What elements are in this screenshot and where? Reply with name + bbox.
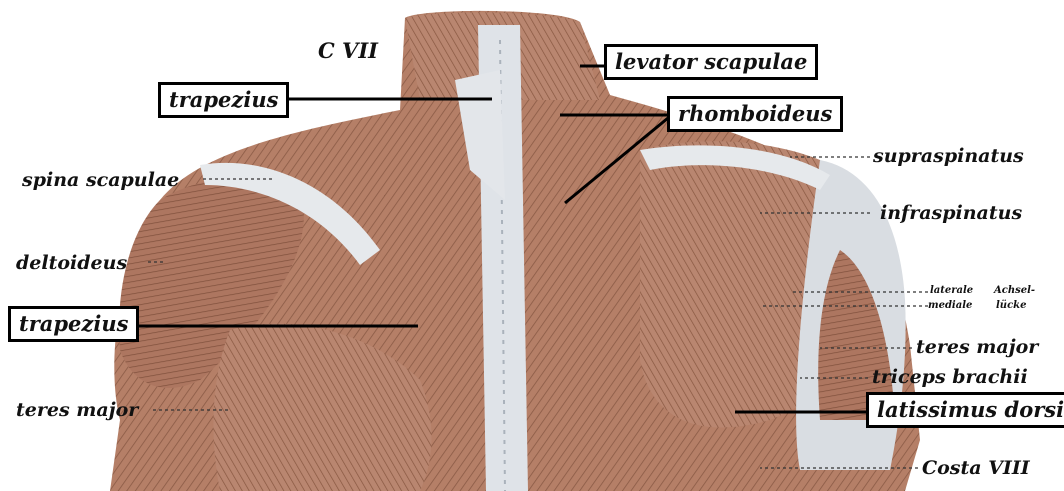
label-teres-major-right: teres major xyxy=(916,338,1038,357)
label-mediale: mediale xyxy=(928,301,972,311)
label-deltoideus: deltoideus xyxy=(16,254,127,273)
label-trapezius-upper: trapezius xyxy=(158,82,289,118)
label-infraspinatus: infraspinatus xyxy=(880,204,1022,223)
label-costa-viii: Costa VIII xyxy=(922,459,1030,478)
label-latissimus-dorsi: latissimus dorsi xyxy=(866,392,1064,428)
label-levator-scapulae: levator scapulae xyxy=(604,44,818,80)
label-rhomboideus: rhomboideus xyxy=(667,96,843,132)
label-c-vii: C VII xyxy=(318,40,378,61)
label-trapezius-lower: trapezius xyxy=(8,306,139,342)
label-triceps-brachii: triceps brachii xyxy=(872,368,1028,387)
label-teres-major-left: teres major xyxy=(16,401,138,420)
label-laterale: laterale xyxy=(930,286,973,296)
label-lucke: lücke xyxy=(996,301,1026,311)
label-achsel: Achsel- xyxy=(994,286,1035,296)
label-supraspinatus: supraspinatus xyxy=(873,147,1024,166)
label-spina-scapulae: spina scapulae xyxy=(22,171,179,190)
